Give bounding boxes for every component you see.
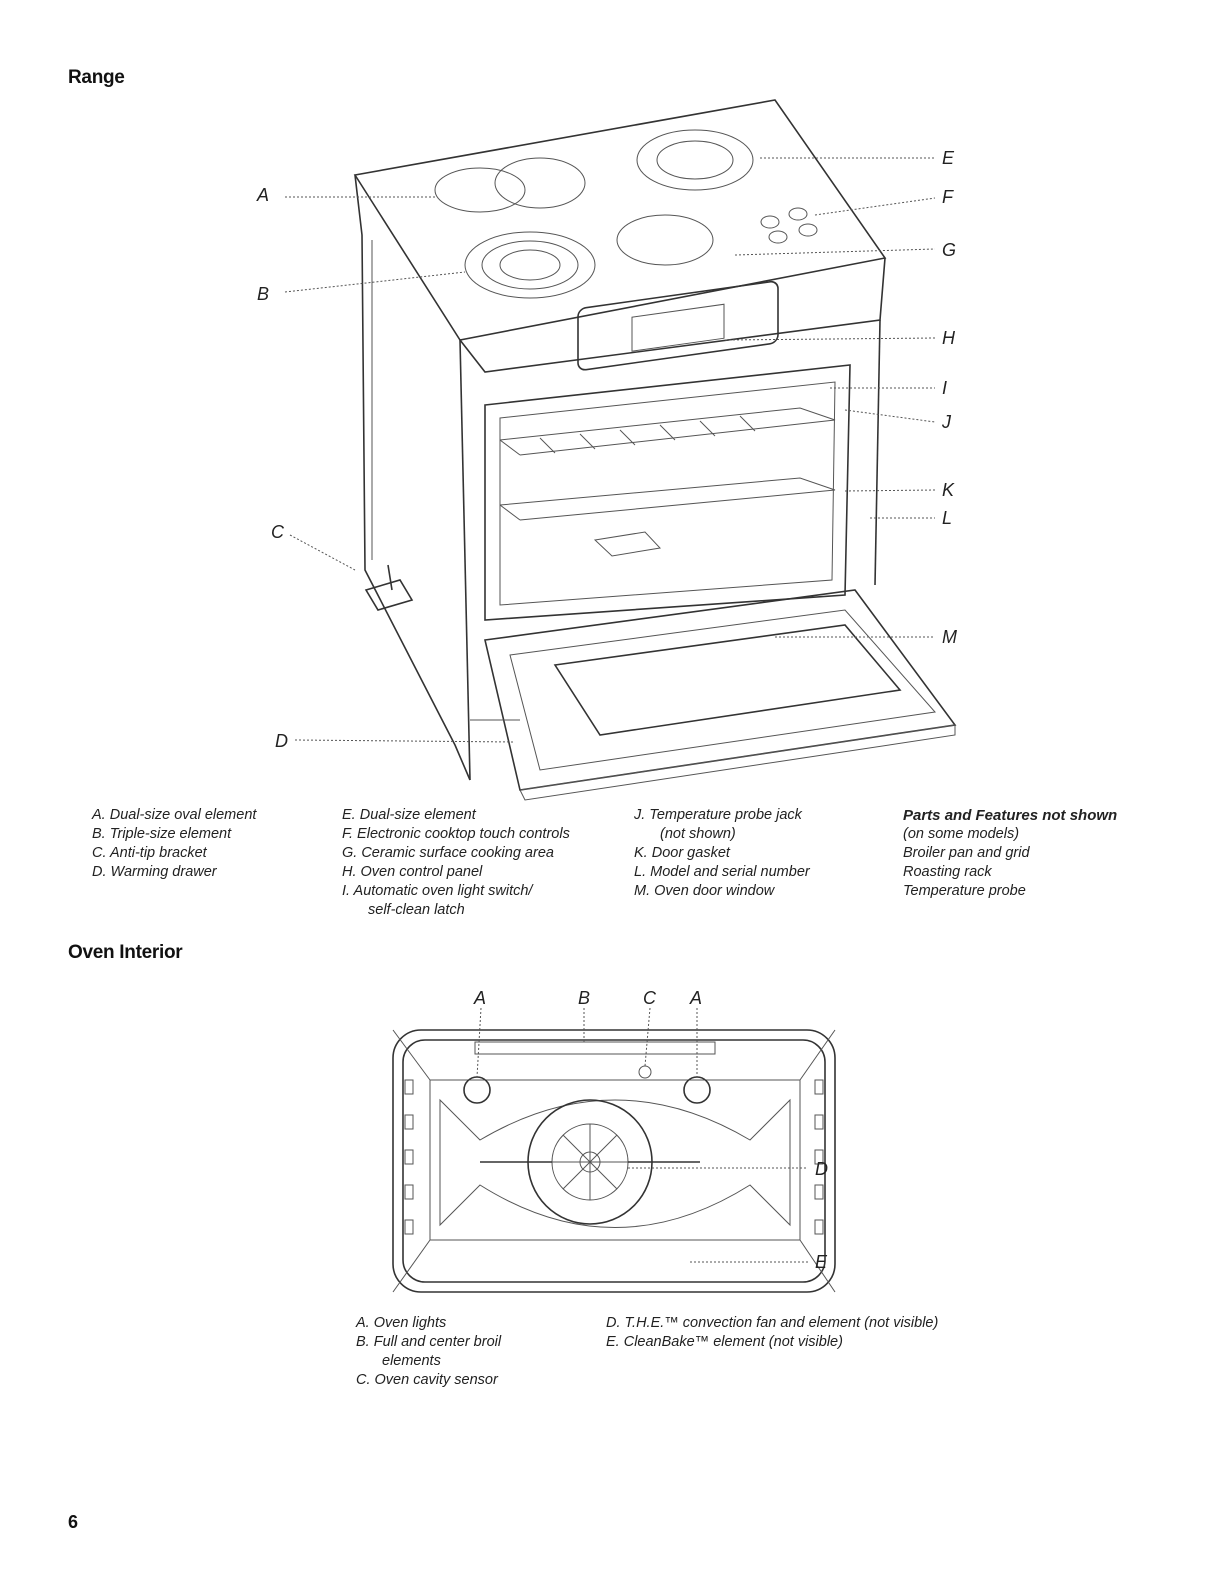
legend-item-continued: (not shown) (660, 826, 736, 842)
oven-light-right (683, 1076, 711, 1104)
legend-item: C. Anti-tip bracket (92, 845, 207, 861)
range-legend-col2: E. Dual-size element F. Electronic cookt… (342, 806, 570, 920)
parts-not-shown-title: Parts and Features not shown (903, 807, 1118, 824)
oven-rack-lower (499, 477, 836, 557)
interior-callout-a-right: A (689, 988, 702, 1008)
dual-size-oval-element (434, 157, 586, 213)
oven-interior-diagram: A B C A D E (392, 988, 836, 1293)
parts-not-shown-subtitle: (on some models) (903, 826, 1020, 842)
legend-item: K. Door gasket (634, 845, 730, 861)
legend-item: B. Triple-size element (92, 826, 232, 842)
oven-control-panel (577, 280, 779, 371)
legend-item: J. Temperature probe jack (634, 807, 802, 823)
legend-item: Temperature probe (903, 883, 1026, 899)
legend-item: H. Oven control panel (342, 864, 483, 880)
interior-callout-e: E (815, 1252, 828, 1272)
oven-door-window (553, 624, 902, 736)
legend-item: B. Full and center broil (356, 1334, 502, 1350)
legend-item: G. Ceramic surface cooking area (342, 845, 554, 861)
broiler-pan (593, 531, 662, 557)
range-callout-m: M (942, 627, 957, 647)
dual-size-element (636, 129, 754, 191)
cooktop-surface (353, 99, 887, 341)
oven-back-frame (392, 1029, 836, 1293)
range-callout-h: H (942, 328, 956, 348)
range-callout-c: C (271, 522, 285, 542)
legend-item-continued: self-clean latch (368, 902, 465, 918)
range-callout-g: G (942, 240, 956, 260)
interior-callout-c: C (643, 988, 657, 1008)
page-number: 6 (68, 1512, 79, 1532)
legend-item: M. Oven door window (634, 883, 775, 899)
range-callout-k: K (942, 480, 955, 500)
legend-item: E. Dual-size element (342, 807, 476, 823)
control-display (631, 303, 725, 352)
oven-light-left (463, 1076, 491, 1104)
broil-element (474, 1041, 716, 1055)
range-legend-col3: J. Temperature probe jack (not shown) K.… (634, 806, 810, 901)
range-callout-i: I (942, 378, 947, 398)
fan-cover (439, 1098, 791, 1228)
parts-not-shown: Parts and Features not shown (on some mo… (903, 806, 1117, 901)
legend-item: I. Automatic oven light switch/ (342, 883, 533, 899)
interior-callout-a-left: A (473, 988, 486, 1008)
legend-item: Roasting rack (903, 864, 992, 880)
anti-tip-bracket (364, 564, 414, 611)
oven-rack-upper (499, 407, 836, 456)
legend-item: E. CleanBake™ element (not visible) (606, 1334, 843, 1350)
range-heading: Range (68, 67, 125, 88)
legend-item: D. Warming drawer (92, 864, 217, 880)
range-callout-e: E (942, 148, 955, 168)
range-callout-d: D (275, 731, 288, 751)
range-legend-col1: A. Dual-size oval element B. Triple-size… (92, 806, 256, 882)
legend-item: A. Dual-size oval element (92, 807, 257, 823)
oven-cavity (484, 364, 851, 621)
range-callout-f: F (942, 187, 954, 207)
rear-element (616, 214, 714, 266)
oven-interior-heading: Oven Interior (68, 942, 183, 963)
legend-item: F. Electronic cooktop touch controls (342, 826, 570, 842)
interior-legend-col2: D. T.H.E.™ convection fan and element (n… (606, 1314, 938, 1352)
range-callout-b: B (257, 284, 269, 304)
legend-item: D. T.H.E.™ convection fan and element (n… (606, 1315, 939, 1331)
interior-legend-col1: A. Oven lights B. Full and center broil … (356, 1314, 501, 1390)
range-diagram: A B C D E F G H I J K L M (256, 99, 957, 801)
triple-size-element (464, 231, 596, 299)
oven-cavity-sensor (638, 1065, 652, 1079)
rack-supports (404, 1079, 824, 1235)
interior-callout-d: D (815, 1159, 828, 1179)
interior-callout-b: B (578, 988, 590, 1008)
range-callout-j: J (941, 412, 952, 432)
legend-item: L. Model and serial number (634, 864, 810, 880)
range-callout-a: A (256, 185, 269, 205)
legend-item: C. Oven cavity sensor (356, 1372, 498, 1388)
touch-controls (760, 207, 818, 244)
legend-item: Broiler pan and grid (903, 845, 1030, 861)
legend-item: A. Oven lights (356, 1315, 447, 1331)
legend-item-continued: elements (382, 1353, 441, 1369)
range-callout-l: L (942, 508, 952, 528)
